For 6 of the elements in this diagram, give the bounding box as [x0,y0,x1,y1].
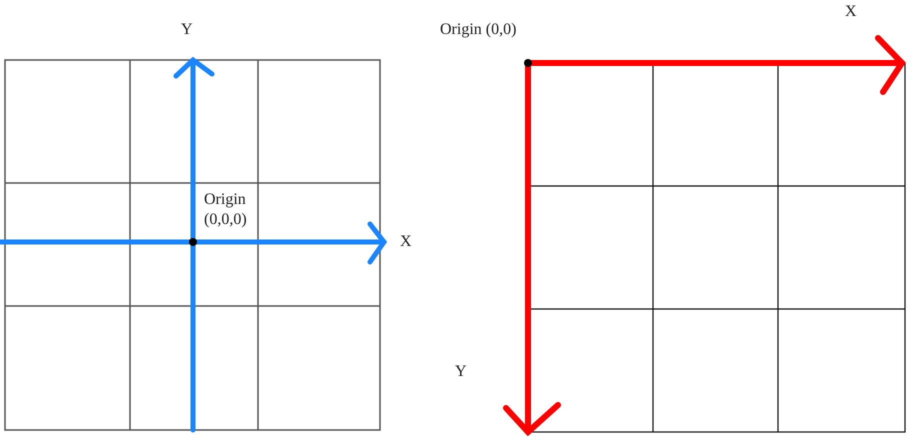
axis-label: Y [181,20,193,40]
origin-label: Origin (0,0) [440,20,516,40]
origin-label: Origin (0,0,0) [204,190,248,230]
axis-label: Y [455,362,467,382]
axis-label: X [845,2,857,22]
axis-label: X [400,232,412,252]
